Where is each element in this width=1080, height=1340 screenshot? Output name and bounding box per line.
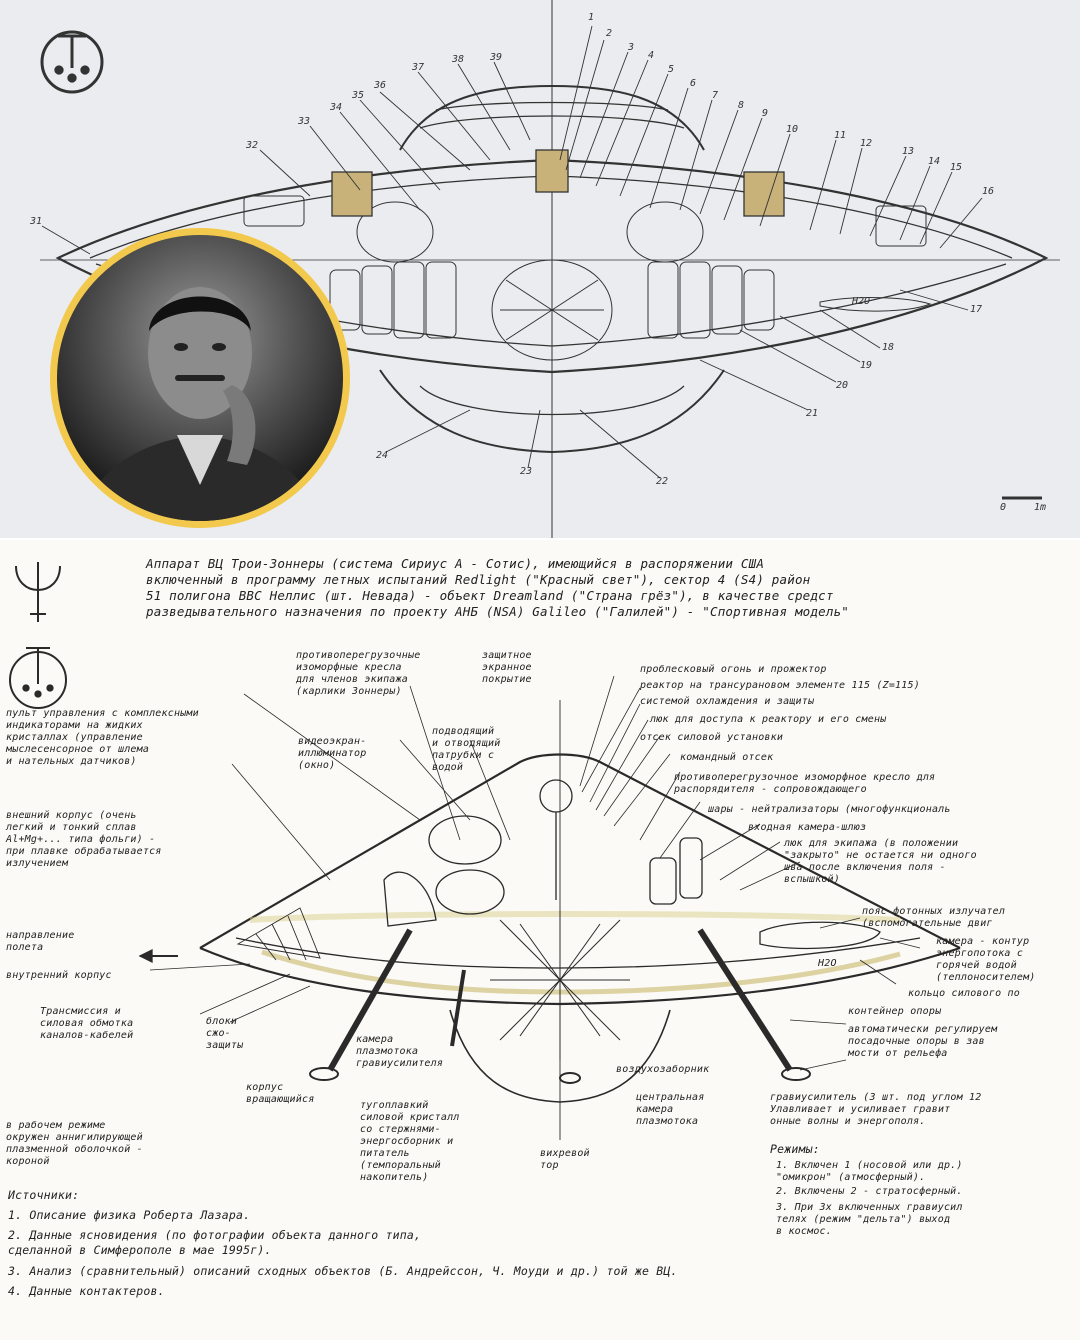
mode-item: 2. Включены 2 - стратосферный. <box>776 1186 963 1197</box>
label-ring: кольцо силового по <box>908 988 1020 999</box>
label-power-bay: отсек силовой установки <box>640 732 784 743</box>
intro-text: Аппарат ВЦ Трои-Зоннеры (система Сириус … <box>146 556 850 619</box>
label-crystal: тугоплавкий силовой кристалл со стержням… <box>360 1100 460 1183</box>
mode-item: 3. При 3х включенных гравиусил телях (ре… <box>776 1202 963 1237</box>
h2o-label: H2O <box>852 296 871 307</box>
label-rotating-hull: корпус вращающийся <box>246 1082 315 1105</box>
label-shell: внешний корпус (очень легкий и тонкий сп… <box>6 810 162 869</box>
label-chair2: противоперегрузочное изоморфное кресло д… <box>674 772 936 795</box>
part-number: 8 <box>738 100 745 111</box>
label-command-bay: командный отсек <box>680 752 774 763</box>
label-direction: направление полета <box>6 930 75 953</box>
part-number: 13 <box>902 146 915 157</box>
label-inner-hull: внутренний корпус <box>6 970 112 981</box>
part-number: 31 <box>30 216 43 227</box>
portrait-figure <box>77 287 323 521</box>
part-number: 1 <box>588 12 595 23</box>
saucer-sketch <box>9 562 961 1140</box>
part-number: 21 <box>806 408 819 419</box>
label-central-chamber: центральная камера плазмотока <box>636 1092 705 1127</box>
part-number: 20 <box>836 380 849 391</box>
label-reactor: реактор на трансурановом элементе 115 (Z… <box>640 680 920 691</box>
source-item: 2. Данные ясновидения (по фотографии объ… <box>8 1228 422 1257</box>
label-chairs: противоперегрузочные изоморфные кресла д… <box>296 650 421 697</box>
part-number: 17 <box>970 304 983 315</box>
part-number: 6 <box>690 78 697 89</box>
part-number: 36 <box>374 80 387 91</box>
label-air-intake: воздухозаборник <box>616 1064 710 1075</box>
annotated-sketch-panel: Аппарат ВЦ Трои-Зоннеры (система Сириус … <box>0 540 1080 1340</box>
label-console: пульт управления с комплексными индикато… <box>6 708 199 767</box>
part-number: 38 <box>452 54 465 65</box>
emblem-icon <box>40 30 104 94</box>
label-container: контейнер опоры <box>848 1006 942 1017</box>
part-number: 11 <box>834 130 847 141</box>
scale-label: 0 <box>1000 502 1007 513</box>
part-number: 18 <box>882 342 895 353</box>
mode-item: 1. Включен 1 (носовой или др.) "омикрон"… <box>776 1160 963 1183</box>
label-spheres: шары - нейтрализаторы (многофункциональ <box>708 804 951 815</box>
label-cooling: системой охлаждения и защиты <box>640 696 815 707</box>
part-number: 24 <box>376 450 389 461</box>
label-legs: автоматически регулируем посадочные опор… <box>848 1024 998 1059</box>
part-number: 37 <box>412 62 425 73</box>
label-gravity: гравиусилитель (3 шт. под углом 12 Улавл… <box>770 1092 982 1127</box>
part-number: 22 <box>656 476 669 487</box>
label-videoscreen: видеоэкран- иллюминатор (окно) <box>298 736 367 771</box>
part-number: 12 <box>860 138 873 149</box>
part-number: 39 <box>490 52 503 63</box>
part-number: 10 <box>786 124 799 135</box>
part-number: 9 <box>762 108 769 119</box>
scale-label: 1m <box>1034 502 1047 513</box>
source-item: 3. Анализ (сравнительный) описаний сходн… <box>8 1264 678 1278</box>
part-number: 3 <box>628 42 635 53</box>
source-item: 4. Данные контактеров. <box>8 1284 165 1298</box>
part-number: 23 <box>520 466 533 477</box>
blueprint-panel: 1 2 3 4 5 6 7 8 9 10 11 12 13 14 15 16 1… <box>0 0 1080 540</box>
source-item: 1. Описание физика Роберта Лазара. <box>8 1208 251 1222</box>
label-plasma-crown: в рабочем режиме окружен аннигилирующей … <box>6 1120 143 1167</box>
trident-icon <box>15 562 61 622</box>
part-number: 4 <box>648 50 655 61</box>
part-number: 5 <box>668 64 675 75</box>
label-transmission: Трансмиссия и силовая обмотка каналов-ка… <box>40 1006 134 1041</box>
part-number: 33 <box>298 116 311 127</box>
part-number: 14 <box>928 156 941 167</box>
portrait-photo <box>50 228 350 528</box>
panel-divider <box>0 538 1080 541</box>
label-coating: защитное экранное покрытие <box>482 650 532 685</box>
label-plasma-chamber: камера плазмотока гравиусилителя <box>356 1034 444 1069</box>
emblem-icon <box>9 647 67 709</box>
label-beacon: проблесковый огонь и прожектор <box>640 664 827 675</box>
label-blocks: блоки сжо- защиты <box>206 1016 244 1051</box>
label-vortex: вихревой тор <box>540 1148 590 1171</box>
label-airlock: входная камера-шлюз <box>748 822 867 833</box>
label-hatch-reactor: люк для доступа к реактору и его смены <box>650 714 887 725</box>
part-number: 7 <box>712 90 719 101</box>
label-h2o: H2O <box>818 958 837 969</box>
part-number: 19 <box>860 360 873 371</box>
part-number: 34 <box>330 102 343 113</box>
label-water-pipes: подводящий и отводящий патрубки с водой <box>432 726 501 773</box>
sources-title: Источники: <box>8 1188 80 1202</box>
part-number: 32 <box>246 140 259 151</box>
part-number: 15 <box>950 162 963 173</box>
part-number: 2 <box>606 28 613 39</box>
modes-title: Режимы: <box>770 1142 820 1156</box>
label-photon-belt: пояс фотонных излучател (вспомогательные… <box>862 906 1006 929</box>
label-hatch-crew: люк для экипажа (в положении "закрыто" н… <box>784 838 977 885</box>
label-energy-loop: камера - контур энергопотока с горячей в… <box>936 936 1036 983</box>
part-number: 16 <box>982 186 995 197</box>
part-number: 35 <box>352 90 365 101</box>
